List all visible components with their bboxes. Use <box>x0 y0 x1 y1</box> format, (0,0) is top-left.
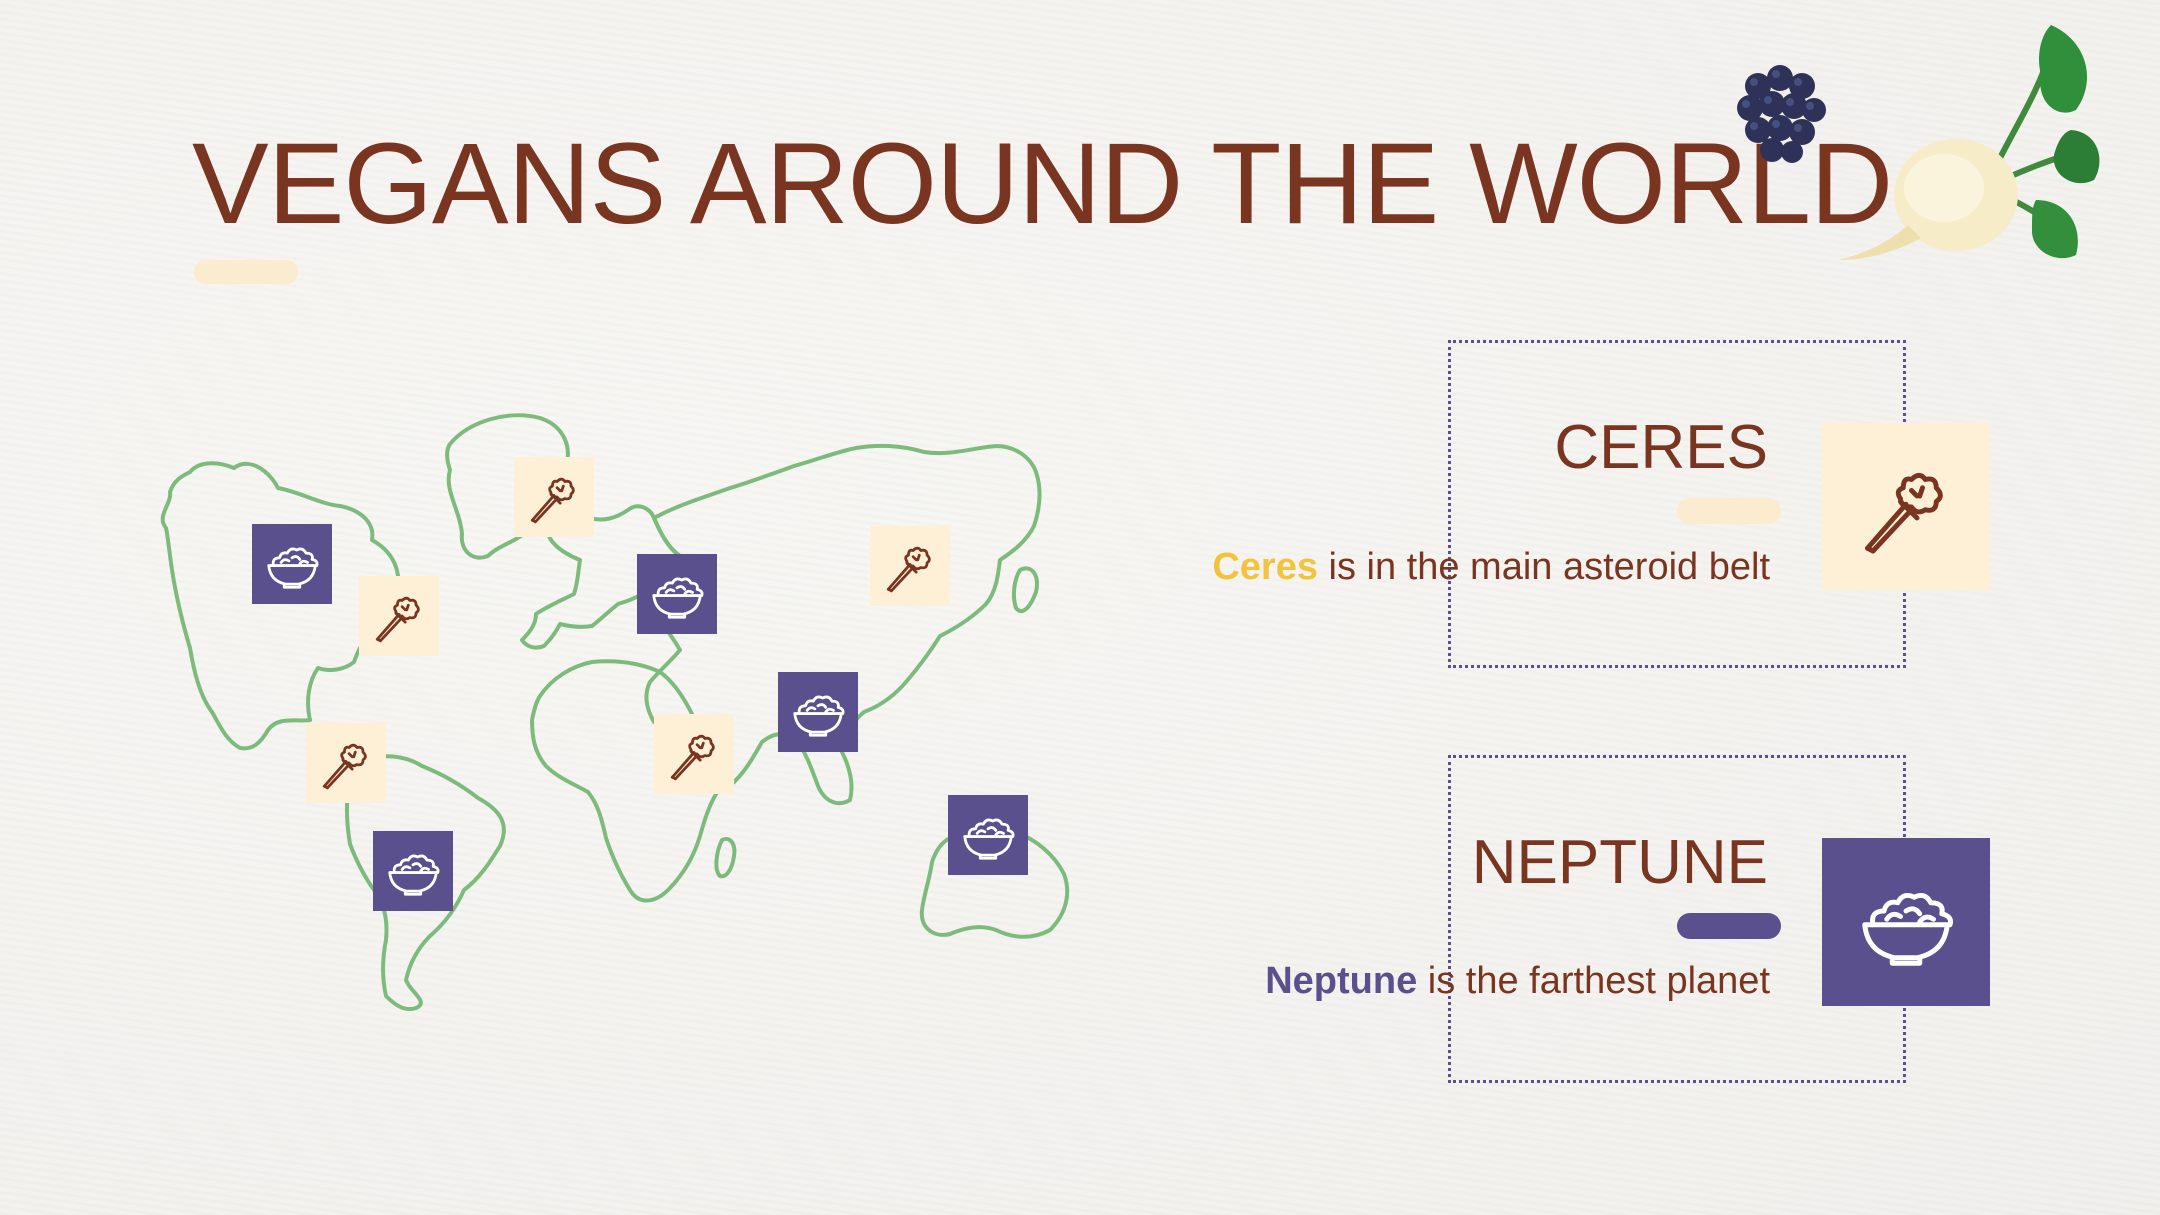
neptune-accent-bar <box>1677 913 1781 939</box>
neptune-heading: NEPTUNE <box>1471 828 1768 897</box>
map-marker-europe-bowl <box>637 554 717 634</box>
salad-bowl-icon <box>957 804 1019 866</box>
ceres-accent-bar <box>1677 498 1781 524</box>
blackberry-icon <box>1737 65 1826 163</box>
salad-bowl-icon <box>646 563 708 625</box>
map-marker-africa-fork <box>654 714 734 794</box>
ceres-highlight: Ceres <box>1212 546 1318 588</box>
salad-bowl-icon <box>382 840 444 902</box>
broccoli-fork-icon <box>315 732 377 794</box>
ceres-heading: CERES <box>1554 413 1768 482</box>
ceres-description-text: is in the main asteroid belt <box>1317 546 1770 588</box>
map-marker-north-america-bowl <box>252 524 332 604</box>
map-marker-south-america-bowl <box>373 831 453 911</box>
slide-title: VEGANS AROUND THE WORLD <box>192 120 1893 248</box>
ceres-icon-tile <box>1822 423 1990 591</box>
world-map <box>160 413 1070 1011</box>
broccoli-fork-icon <box>523 466 585 528</box>
salad-bowl-icon <box>787 681 849 743</box>
salad-bowl-icon <box>1851 867 1961 977</box>
neptune-icon-tile <box>1822 838 1990 1006</box>
neptune-description: Neptune is the farthest planet <box>1265 960 1770 1003</box>
map-marker-middle-east-bowl <box>778 672 858 752</box>
ceres-description: Ceres is in the main asteroid belt <box>1212 546 1770 589</box>
broccoli-fork-icon <box>663 723 725 785</box>
broccoli-fork-icon <box>879 535 941 597</box>
map-marker-greenland-fork <box>514 457 594 537</box>
map-marker-central-america-fork <box>306 723 386 803</box>
broccoli-fork-icon <box>368 585 430 647</box>
neptune-highlight: Neptune <box>1265 960 1418 1002</box>
map-marker-north-america-fork <box>359 576 439 656</box>
salad-bowl-icon <box>261 533 323 595</box>
map-marker-oceania-bowl <box>948 795 1028 875</box>
neptune-description-text: is the farthest planet <box>1417 960 1770 1002</box>
map-marker-asia-fork <box>870 526 950 606</box>
broccoli-fork-icon <box>1851 452 1961 562</box>
title-underline-bar <box>194 260 298 284</box>
turnip-icon <box>1838 25 2100 260</box>
